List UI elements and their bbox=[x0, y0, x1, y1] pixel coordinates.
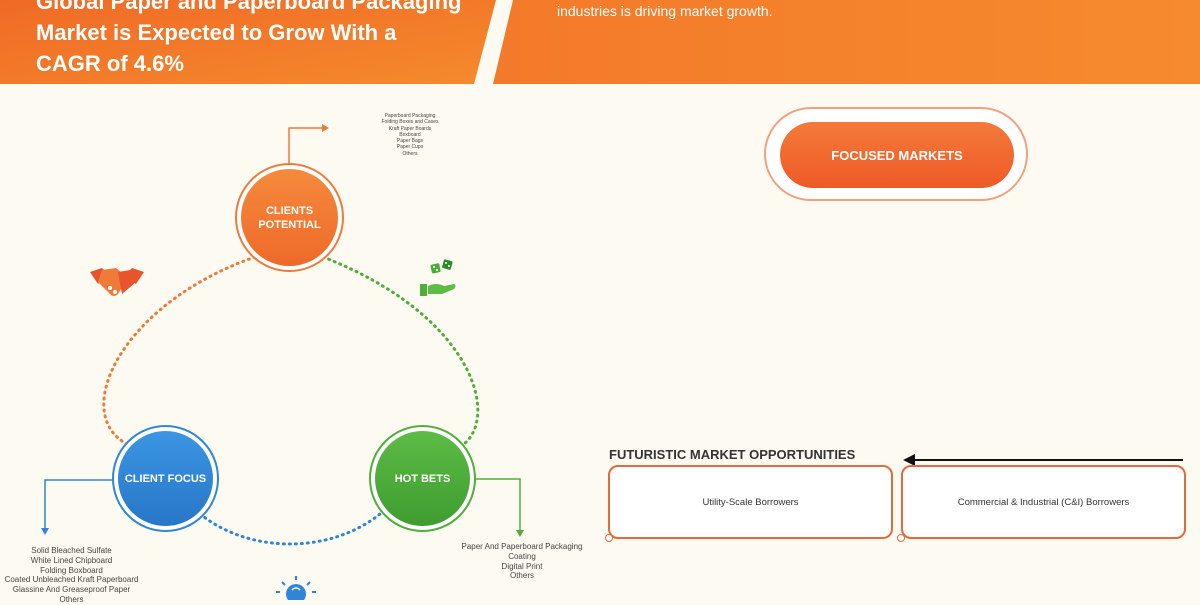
header-banner: Global Paper and Paperboard Packaging Ma… bbox=[0, 0, 1200, 84]
banner-background bbox=[0, 0, 1200, 84]
opportunity-label: Commercial & Industrial (C&I) Borrowers bbox=[957, 496, 1130, 508]
list-item: Others bbox=[402, 150, 418, 157]
page-title: Global Paper and Paperboard Packaging Ma… bbox=[36, 0, 476, 79]
title-line: Global Paper and Paperboard Packaging bbox=[36, 0, 462, 14]
list-item: Glassine And Greaseproof Paper bbox=[12, 585, 131, 595]
list-item: Solid Bleached Sulfate bbox=[31, 546, 112, 555]
cycle-connectors bbox=[41, 124, 1183, 546]
opportunity-label: Utility-Scale Borrowers bbox=[702, 496, 799, 508]
client-focus-label: CLIENT FOCUS bbox=[124, 472, 207, 485]
hotbets-branch-arrow bbox=[475, 478, 521, 532]
title-line: Market is Expected to Grow With a bbox=[36, 20, 397, 45]
hot-bets-label: HOT BETS bbox=[394, 472, 451, 485]
connector-clients-to-hotbets bbox=[321, 255, 480, 446]
hot-bets-node: HOT BETS bbox=[375, 431, 470, 526]
clients-potential-list: Paperboard Packaging Folding Boxes and C… bbox=[360, 113, 460, 157]
opportunity-dot bbox=[897, 534, 905, 542]
list-item: Folding Boxboard bbox=[40, 565, 103, 575]
list-item: Coating bbox=[508, 551, 536, 561]
list-item: White Lined Chipboard bbox=[30, 555, 113, 565]
clientfocus-branch-arrow bbox=[44, 479, 119, 530]
list-item: Digital Print bbox=[501, 561, 543, 571]
list-item: Paper Bags bbox=[396, 138, 424, 145]
cycle-diagram: CLIENTS POTENTIAL CLIENT FOCUS HOT BETS … bbox=[0, 84, 1200, 604]
connector-clientfocus-to-hotbets bbox=[198, 512, 382, 546]
opportunity-dot bbox=[605, 534, 613, 542]
header-tagline: industries is driving market growth. bbox=[557, 3, 773, 19]
title-line: CAGR of 4.6% bbox=[36, 51, 184, 76]
list-item: Others bbox=[509, 571, 534, 581]
clients-potential-node: CLIENTS POTENTIAL bbox=[241, 169, 338, 266]
client-focus-node: CLIENT FOCUS bbox=[118, 431, 213, 526]
futuristic-title: FUTURISTIC MARKET OPPORTUNITIES bbox=[609, 447, 856, 462]
list-item: Folding Boxes and Cases bbox=[381, 119, 439, 126]
list-item: Paper Cups bbox=[396, 144, 424, 151]
handshake-icon bbox=[90, 268, 144, 296]
list-item: Boxboard bbox=[399, 131, 421, 138]
clients-branch-arrow bbox=[288, 127, 325, 167]
lightbulb-icon bbox=[276, 576, 316, 600]
client-focus-list: Solid Bleached Sulfate White Lined Chipb… bbox=[0, 546, 143, 605]
connector-clients-to-clientfocus bbox=[102, 255, 257, 446]
clients-potential-label: POTENTIAL bbox=[258, 218, 321, 231]
opportunity-box-commercial: Commercial & Industrial (C&I) Borrowers bbox=[901, 465, 1186, 539]
list-item: Coated Unbleached Kraft Paperboard bbox=[4, 575, 139, 585]
list-item: Others bbox=[59, 594, 84, 604]
focused-markets-pill: FOCUSED MARKETS bbox=[764, 107, 1028, 201]
focused-markets-label: FOCUSED MARKETS bbox=[780, 122, 1014, 188]
dice-hand-icon bbox=[420, 259, 456, 296]
opportunity-box-utility: Utility-Scale Borrowers bbox=[608, 465, 893, 539]
list-item: Kraft Paper Boards bbox=[388, 125, 432, 132]
list-item: Paperboard Packaging bbox=[384, 113, 436, 119]
hot-bets-list: Paper And Paperboard Packaging Coating D… bbox=[452, 542, 592, 581]
list-item: Paper And Paperboard Packaging bbox=[461, 542, 583, 551]
clients-potential-label: CLIENTS bbox=[265, 204, 314, 217]
